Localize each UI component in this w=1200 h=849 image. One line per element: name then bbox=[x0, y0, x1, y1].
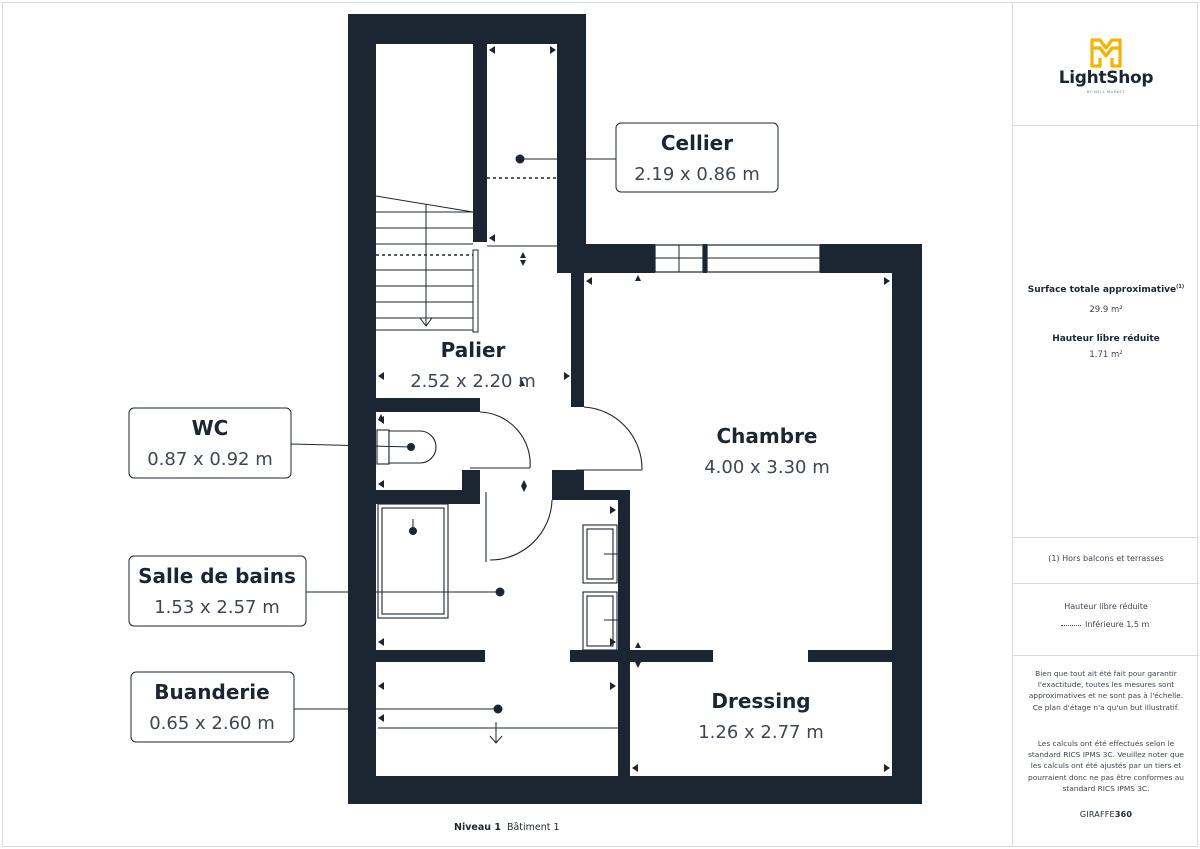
logo-panel: LightShop BY NELL MARKET bbox=[1013, 2, 1199, 126]
room-dims-wc: 0.87 x 0.92 m bbox=[147, 449, 273, 470]
doors bbox=[470, 406, 643, 562]
footnote-text: (1) Hors balcons et terrasses bbox=[1048, 554, 1164, 563]
room-dims-salle-de-bains: 1.53 x 2.57 m bbox=[154, 597, 280, 618]
room-name-salle-de-bains: Salle de bains bbox=[138, 564, 296, 588]
window-lines bbox=[655, 245, 820, 272]
info-sidebar: LightShop BY NELL MARKET Surface totale … bbox=[1012, 2, 1199, 847]
room-dims-cellier: 2.19 x 0.86 m bbox=[634, 164, 760, 185]
walls bbox=[348, 14, 922, 804]
toilet-tank bbox=[376, 429, 390, 465]
low-height-lines bbox=[376, 177, 557, 256]
height-title: Hauteur libre réduite bbox=[1052, 334, 1160, 344]
room-dims-buanderie: 0.65 x 2.60 m bbox=[149, 713, 275, 734]
level-caption: Niveau 1 Bâtiment 1 bbox=[454, 822, 560, 833]
callout-boxes bbox=[128, 122, 779, 743]
surface-footnote-mark: (1) bbox=[1176, 284, 1185, 290]
tap-marker bbox=[409, 527, 417, 535]
disclaimer-panel: Bien que tout ait été fait pour garantir… bbox=[1013, 656, 1199, 847]
room-name-buanderie: Buanderie bbox=[154, 680, 269, 704]
room-dims-chambre: 4.00 x 3.30 m bbox=[704, 457, 830, 478]
room-dims-dressing: 1.26 x 2.77 m bbox=[698, 722, 824, 743]
floor-plan: Cellier 2.19 x 0.86 m Palier 2.52 x 2.20… bbox=[128, 14, 922, 804]
fixture-lines bbox=[378, 519, 618, 744]
room-name-cellier: Cellier bbox=[661, 131, 733, 155]
legend-panel: Hauteur libre réduite Inférieure 1.5 m bbox=[1013, 584, 1199, 656]
brand-name: LightShop bbox=[1058, 68, 1154, 88]
brand-tagline: BY NELL MARKET bbox=[1086, 90, 1126, 94]
lightshop-logo-icon bbox=[1090, 38, 1122, 68]
room-name-palier: Palier bbox=[441, 338, 506, 362]
surface-value: 29.9 m² bbox=[1089, 305, 1123, 315]
stairs bbox=[375, 195, 557, 333]
room-name-chambre: Chambre bbox=[717, 424, 818, 448]
level-name: Niveau 1 bbox=[454, 822, 501, 833]
legend-title: Hauteur libre réduite bbox=[1064, 602, 1148, 611]
room-markers bbox=[493, 154, 525, 714]
building-name: Bâtiment 1 bbox=[506, 822, 560, 833]
surface-title: Surface totale approximative(1) bbox=[1027, 284, 1185, 295]
fixtures bbox=[376, 429, 618, 651]
legend-item: Inférieure 1.5 m bbox=[1085, 620, 1150, 629]
disclaimer-accuracy: Bien que tout ait été fait pour garantir… bbox=[1028, 669, 1184, 712]
surface-panel: Surface totale approximative(1) 29.9 m² … bbox=[1013, 126, 1199, 538]
height-value: 1.71 m² bbox=[1089, 350, 1123, 360]
room-dims-palier: 2.52 x 2.20 m bbox=[410, 371, 536, 392]
dotted-line-icon bbox=[1061, 625, 1081, 626]
room-name-dressing: Dressing bbox=[711, 689, 810, 713]
disclaimer-rics: Les calculs ont été effectués selon le s… bbox=[1028, 739, 1184, 793]
provider-logo: GIRAFFE360 bbox=[1079, 810, 1133, 819]
dimension-arrows bbox=[378, 46, 890, 772]
footnote-panel: (1) Hors balcons et terrasses bbox=[1013, 538, 1199, 584]
leader-lines bbox=[290, 158, 616, 710]
room-name-wc: WC bbox=[192, 416, 229, 440]
